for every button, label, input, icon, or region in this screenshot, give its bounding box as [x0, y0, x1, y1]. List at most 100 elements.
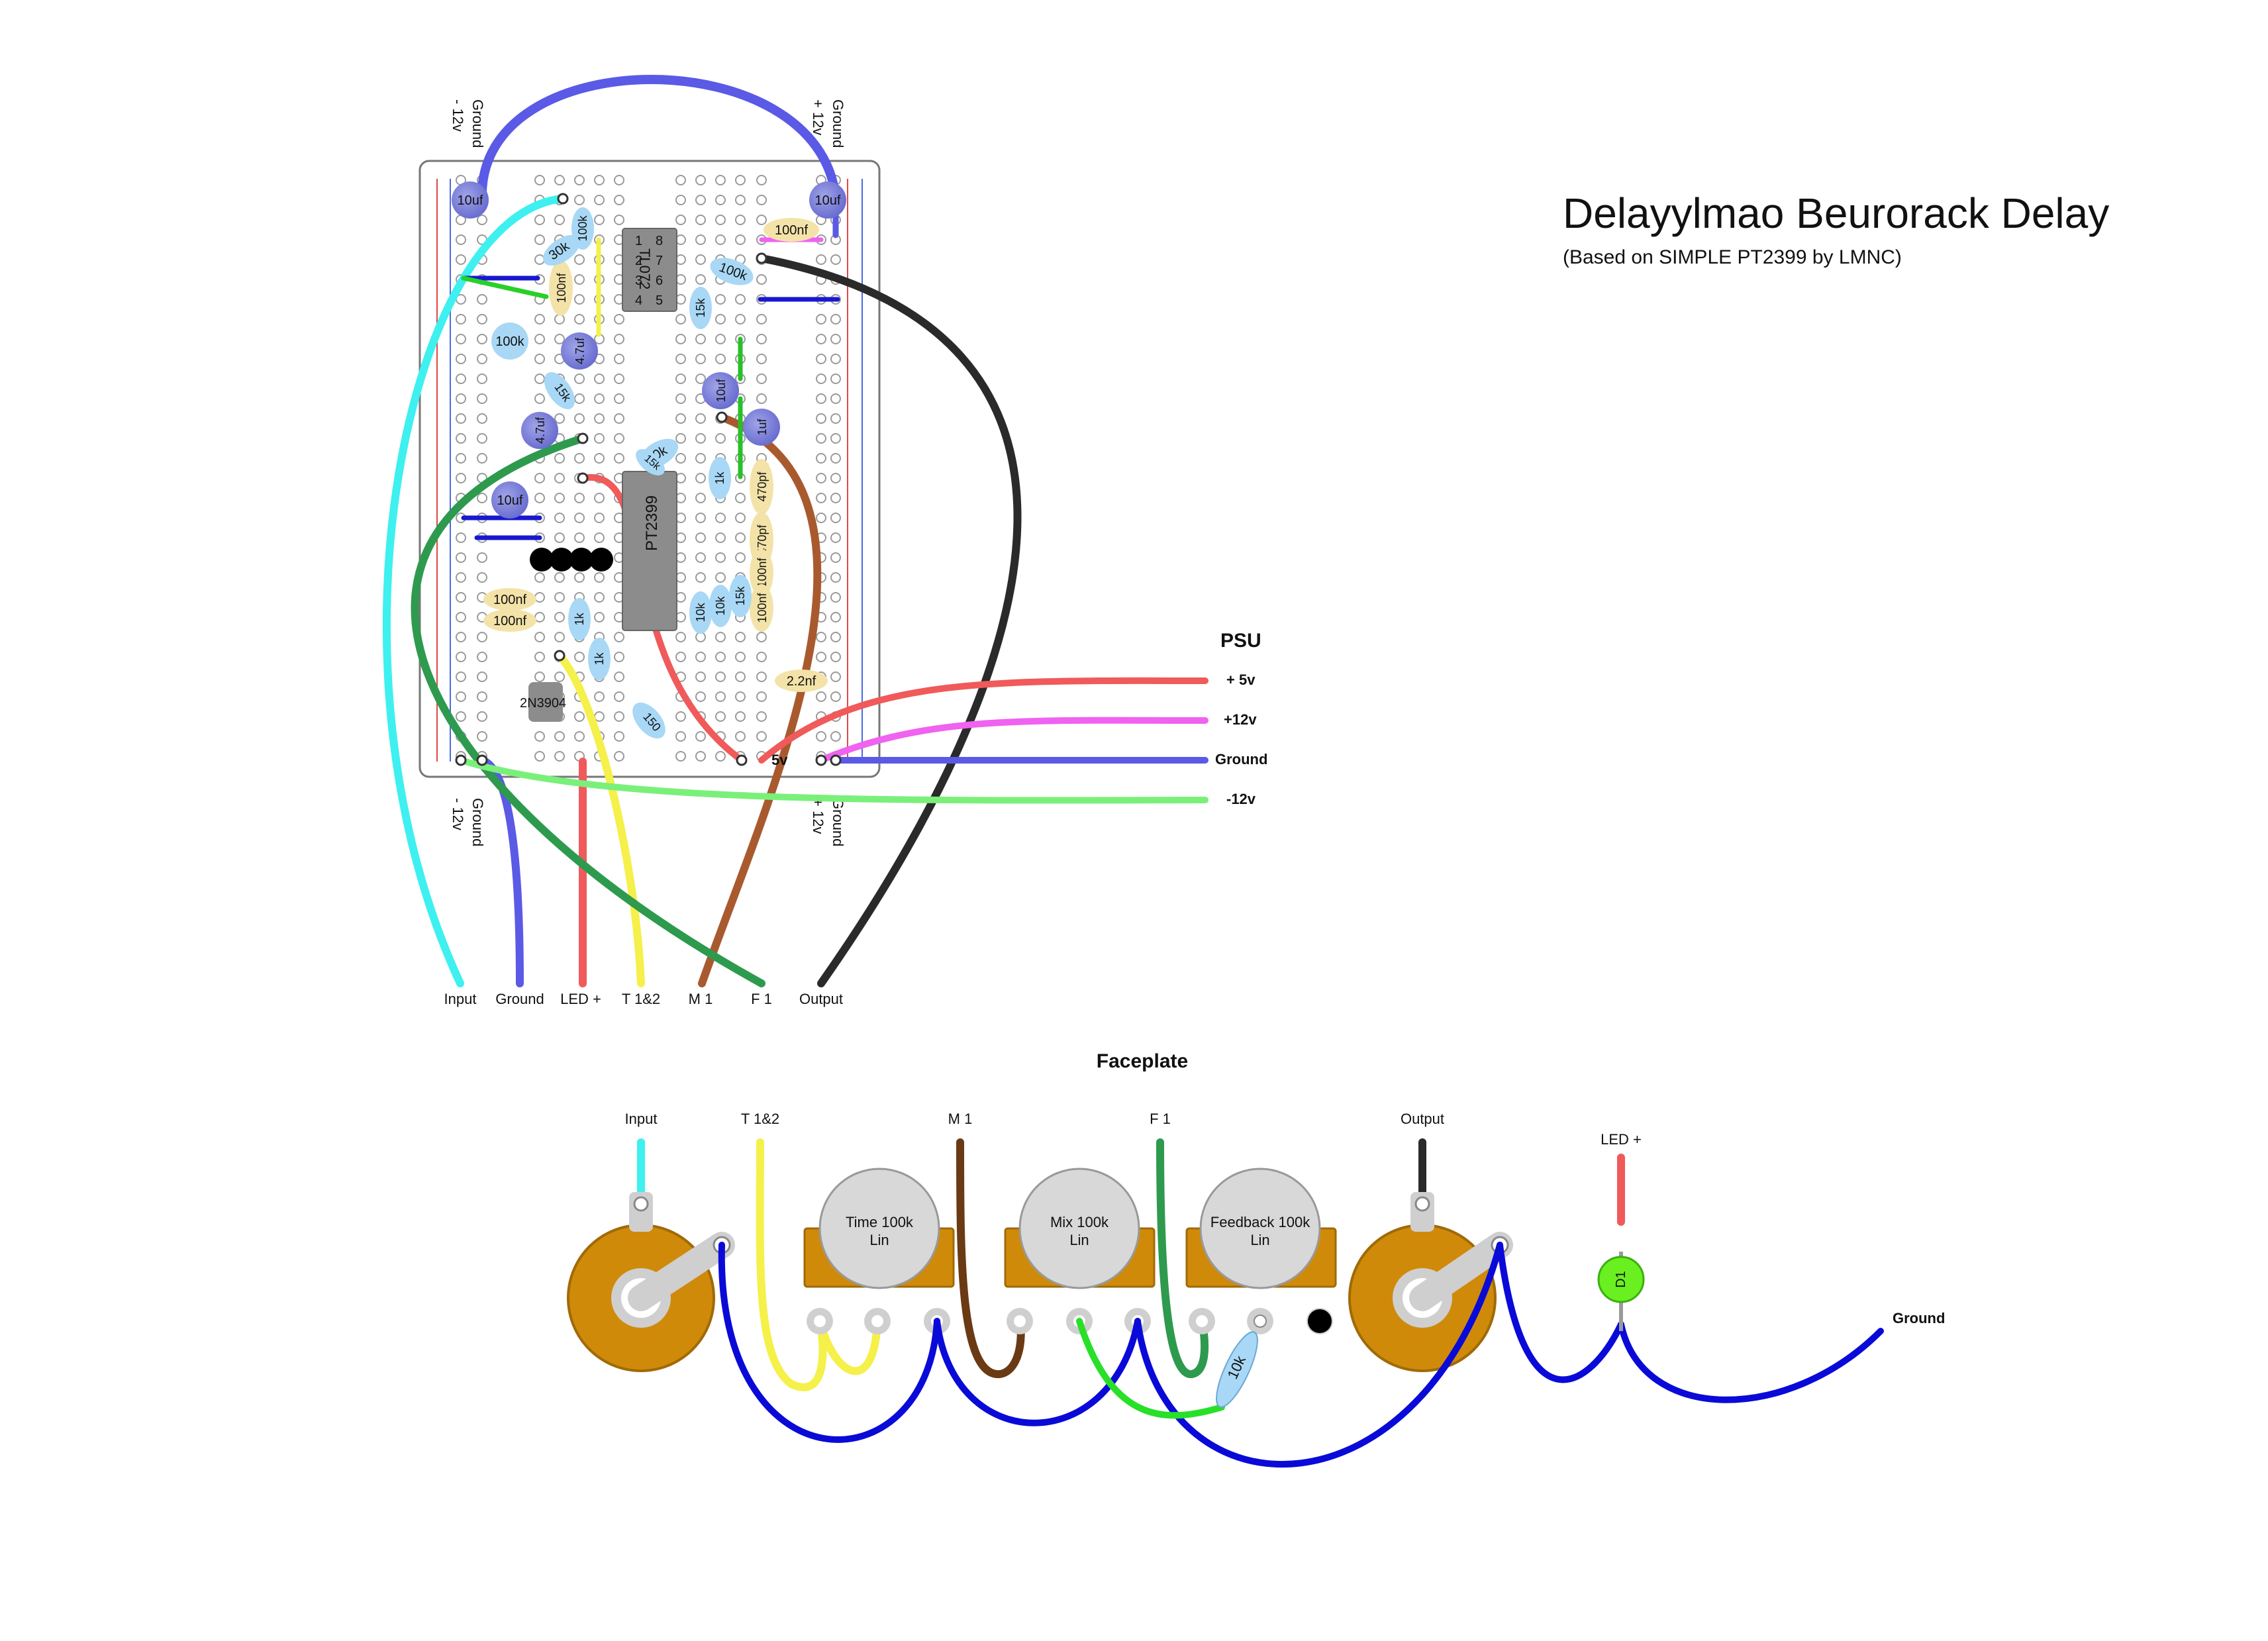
board-hole: [675, 215, 686, 225]
svg-text:100nf: 100nf: [555, 272, 568, 303]
board-hole: [594, 691, 605, 702]
board-hole: [695, 552, 706, 563]
board-hole: [715, 354, 726, 364]
board-hole: [715, 433, 726, 444]
header-pins: [530, 548, 613, 572]
board-hole: [456, 552, 466, 563]
board-hole: [477, 552, 487, 563]
board-hole: [594, 493, 605, 503]
ceramic-capacitors: 100nf 100nf 470pf 470pf 100nf 100nf 100n…: [483, 218, 828, 692]
board-hole: [554, 453, 565, 464]
board-hole: [614, 433, 624, 444]
board-hole: [830, 671, 841, 682]
board-hole: [594, 513, 605, 523]
cap-100nf-mid: 100nf: [750, 549, 773, 597]
board-hole: [756, 314, 767, 324]
out-output: Output: [799, 991, 843, 1007]
label-plus12-top-right: + 12v: [810, 99, 826, 135]
board-hole: [574, 373, 585, 384]
board-hole: [675, 254, 686, 265]
board-hole: [695, 652, 706, 662]
board-hole: [756, 393, 767, 404]
board-hole: [715, 572, 726, 583]
svg-text:10uf: 10uf: [715, 378, 728, 402]
faceplate-heading: Faceplate: [1097, 1050, 1188, 1072]
board-hole: [675, 334, 686, 344]
psu-section: PSU + 5v +12v Ground -12v: [1215, 630, 1267, 807]
board-hole: [735, 294, 746, 305]
board-hole: [695, 453, 706, 464]
board-hole: [594, 532, 605, 543]
pot-time: Time 100k Lin: [803, 1168, 955, 1334]
cap-470pf-1: 470pf: [750, 459, 773, 515]
wire-psu-5v: [758, 677, 1208, 764]
board-hole: [477, 652, 487, 662]
board-hole: [594, 373, 605, 384]
pt2399-label: PT2399: [643, 495, 661, 551]
opamp-chip: TL072 1 2 3 4 5 6 7 8: [622, 228, 677, 312]
board-hole: [756, 215, 767, 225]
board-hole: [756, 175, 767, 185]
cap-100nf-vert: 100nf: [549, 260, 573, 316]
board-hole: [675, 632, 686, 642]
board-hole: [594, 413, 605, 424]
led-d1: D1: [1597, 1252, 1645, 1331]
svg-text:100k: 100k: [576, 215, 589, 241]
board-hole: [614, 175, 624, 185]
board-hole: [695, 572, 706, 583]
board-hole: [715, 175, 726, 185]
svg-text:1k: 1k: [593, 652, 606, 665]
board-hole: [534, 254, 545, 265]
board-hole: [695, 513, 706, 523]
board-hole: [456, 393, 466, 404]
board-hole: [735, 652, 746, 662]
board-hole: [477, 373, 487, 384]
board-hole: [816, 691, 826, 702]
fp-ground-wire-1: [718, 1242, 940, 1443]
board-hole: [534, 612, 545, 622]
res-1k-c: 1k: [588, 638, 611, 680]
board-hole: [816, 453, 826, 464]
board-hole: [675, 493, 686, 503]
svg-text:D1: D1: [1614, 1271, 1628, 1288]
wire-output: [758, 254, 1022, 987]
pin-2: 2: [635, 254, 642, 268]
board-hole: [574, 314, 585, 324]
label-plus12-bottom-right: + 12v: [810, 798, 826, 834]
transistor: 2N3904: [520, 682, 566, 722]
board-hole: [715, 334, 726, 344]
board-hole: [554, 513, 565, 523]
board-hole: [735, 711, 746, 722]
board-hole: [695, 731, 706, 742]
wire-ground-out: [478, 756, 524, 987]
rail-5v-label: 5v: [771, 752, 788, 768]
out-mix: M 1: [689, 991, 713, 1007]
board-hole: [574, 711, 585, 722]
board-hole: [574, 175, 585, 185]
pin-6: 6: [656, 274, 663, 288]
board-hole: [574, 453, 585, 464]
board-hole: [614, 334, 624, 344]
board-hole: [735, 234, 746, 245]
board-hole: [574, 274, 585, 285]
board-hole: [830, 433, 841, 444]
board-hole: [816, 473, 826, 483]
svg-text:100nf: 100nf: [756, 557, 769, 587]
board-hole: [735, 513, 746, 523]
svg-text:10uf: 10uf: [815, 193, 841, 208]
board-hole: [675, 294, 686, 305]
wire-psu-12v: [818, 717, 1208, 764]
fp-label-led: LED +: [1601, 1131, 1642, 1148]
board-hole: [534, 592, 545, 603]
board-hole: [554, 632, 565, 642]
board-hole: [695, 234, 706, 245]
cap-10uf-2: 10uf: [809, 181, 846, 219]
board-hole: [816, 373, 826, 384]
svg-text:2.2nf: 2.2nf: [787, 674, 816, 689]
board-hole: [456, 234, 466, 245]
resistors: 30k 100k 100k 100k 15k 15k 10k 15k 1k 10…: [491, 207, 754, 739]
cap-1uf: 1uf: [743, 409, 780, 446]
board-hole: [830, 532, 841, 543]
board-hole: [695, 195, 706, 205]
page-subtitle: (Based on SIMPLE PT2399 by LMNC): [1563, 246, 1902, 268]
